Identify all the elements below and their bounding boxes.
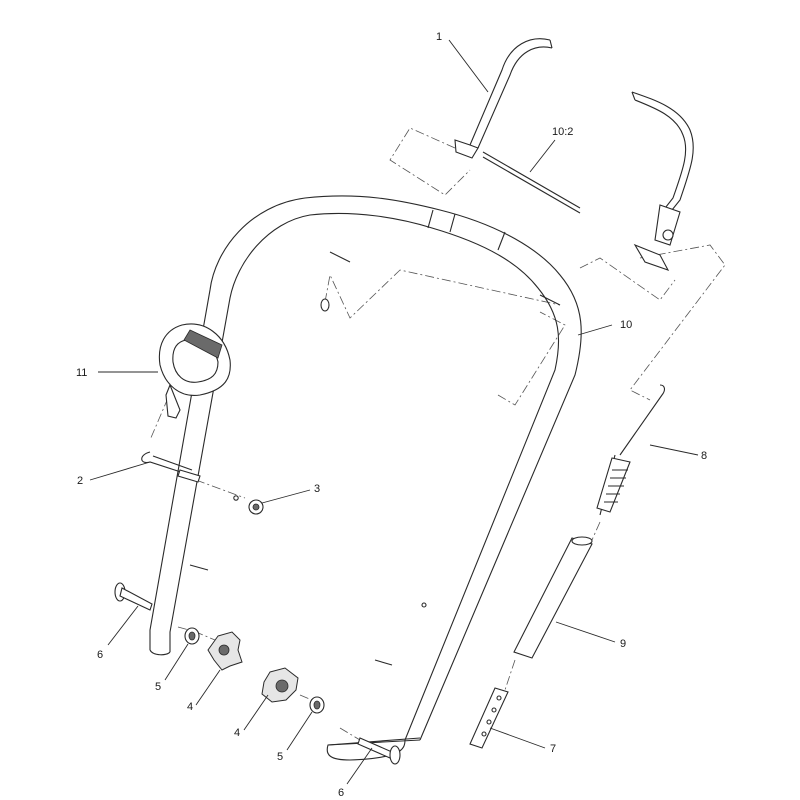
spring-tube xyxy=(513,536,593,659)
hand-grip xyxy=(158,323,231,419)
washer-right xyxy=(309,696,325,714)
carriage-bolt-left xyxy=(114,582,153,611)
callout-11: 11 xyxy=(76,367,87,379)
control-rod xyxy=(482,151,581,214)
callout-10-2: 10:2 xyxy=(552,126,573,138)
callout-6-left: 6 xyxy=(97,649,103,661)
star-knob-right xyxy=(261,667,299,703)
washer-left xyxy=(184,627,200,645)
callout-4-left: 4 xyxy=(187,701,193,713)
right-bail-arm xyxy=(631,91,694,271)
main-handle-tube xyxy=(149,195,582,761)
callout-2: 2 xyxy=(77,475,83,487)
callout-10: 10 xyxy=(620,319,632,331)
leader-lines xyxy=(89,39,699,785)
callout-1: 1 xyxy=(436,31,442,43)
callout-8: 8 xyxy=(701,450,707,462)
carriage-bolt-right xyxy=(357,737,401,765)
alignment-lines xyxy=(149,127,726,741)
callout-labels: 1 10:2 10 11 2 3 8 6 5 4 4 5 6 9 7 xyxy=(76,31,707,799)
hook-pin xyxy=(141,451,201,483)
extension-spring xyxy=(596,384,665,516)
upper-bail-lever xyxy=(454,38,553,159)
callout-6-right: 6 xyxy=(338,787,344,799)
callout-3: 3 xyxy=(314,483,320,495)
callout-5-right: 5 xyxy=(277,751,283,763)
callout-9: 9 xyxy=(620,638,626,650)
callout-5-left: 5 xyxy=(155,681,161,693)
callout-7: 7 xyxy=(550,743,556,755)
star-knob-left xyxy=(207,631,243,671)
adjustment-bracket xyxy=(469,687,509,749)
callout-4-right: 4 xyxy=(234,727,240,739)
nut-top xyxy=(248,499,264,515)
